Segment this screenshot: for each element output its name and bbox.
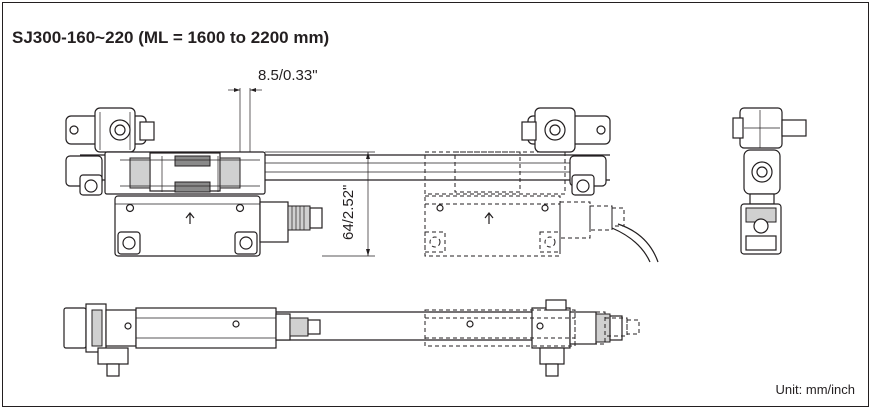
offset-dimension: 8.5/0.33" — [258, 67, 318, 84]
unit-label: Unit: mm/inch — [775, 382, 855, 397]
drawing-title: SJ300-160~220 (ML = 1600 to 2200 mm) — [12, 28, 330, 47]
front-view: 8.5/0.33" 64/2.52" — [65, 67, 659, 263]
side-view — [732, 107, 807, 255]
height-dimension: 64/2.52" — [340, 185, 357, 240]
top-view — [63, 299, 640, 377]
